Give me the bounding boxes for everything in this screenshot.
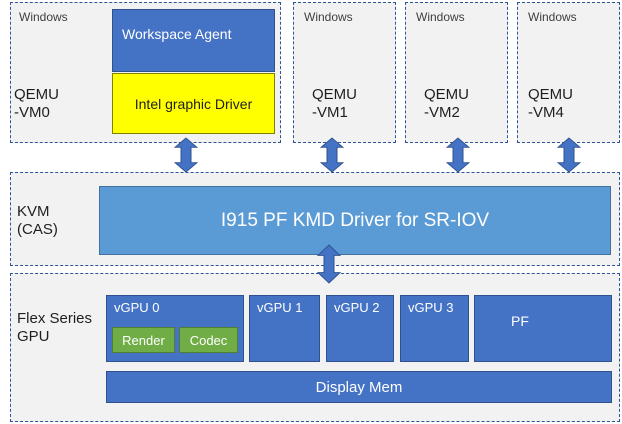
vm4-os-label: Windows [528,10,577,24]
vm1-name: QEMU -VM1 [312,86,357,121]
vm2-panel: Windows QEMU -VM2 [405,2,508,143]
kvm-label: KVM (CAS) [17,203,58,238]
workspace-agent-box: Workspace Agent [112,9,275,72]
vgpu-1-box: vGPU 1 [249,295,320,362]
vm1-os-label: Windows [304,10,353,24]
vgpu-0-label: vGPU 0 [114,300,160,315]
vm0-kvm-arrow-icon [174,137,198,173]
vgpu-2-box: vGPU 2 [326,295,394,362]
vgpu-3-label: vGPU 3 [408,300,454,315]
vm0-name: QEMU -VM0 [14,86,59,121]
vm2-kvm-arrow-icon [446,137,470,173]
display-mem-label: Display Mem [315,378,403,396]
i915-pf-kmd-driver-box: I915 PF KMD Driver for SR-IOV [99,186,611,255]
vgpu-3-box: vGPU 3 [400,295,469,362]
vm4-panel: Windows QEMU -VM4 [517,2,620,143]
workspace-agent-label: Workspace Agent [122,26,232,42]
vm4-kvm-arrow-icon [557,137,581,173]
vm0-os-label: Windows [19,10,68,24]
vgpu-1-label: vGPU 1 [257,300,303,315]
intel-graphic-driver-label: Intel graphic Driver [134,95,253,112]
kvm-panel: KVM (CAS) I915 PF KMD Driver for SR-IOV [10,172,620,266]
gpu-panel: Flex Series GPU vGPU 0 Render Codec vGPU… [10,273,620,422]
kvm-gpu-arrow-icon [317,244,341,284]
intel-graphic-driver-box: Intel graphic Driver [112,73,275,134]
vm1-kvm-arrow-icon [320,137,344,173]
vm1-panel: Windows QEMU -VM1 [293,2,396,143]
render-box: Render [112,327,175,353]
vm2-os-label: Windows [416,10,465,24]
vgpu-2-label: vGPU 2 [334,300,380,315]
vm4-name: QEMU -VM4 [528,86,573,121]
pf-label: PF [511,313,529,329]
pf-box: PF [474,295,612,362]
codec-label: Codec [189,332,228,348]
display-mem-box: Display Mem [106,371,612,403]
vgpu-0-box: vGPU 0 Render Codec [106,295,244,362]
codec-box: Codec [179,327,238,353]
vm2-name: QEMU -VM2 [424,86,469,121]
i915-pf-kmd-driver-label: I915 PF KMD Driver for SR-IOV [220,209,490,231]
gpu-label: Flex Series GPU [17,310,93,345]
render-label: Render [122,332,165,348]
vm0-panel: Windows QEMU -VM0 Workspace Agent Intel … [10,2,281,143]
